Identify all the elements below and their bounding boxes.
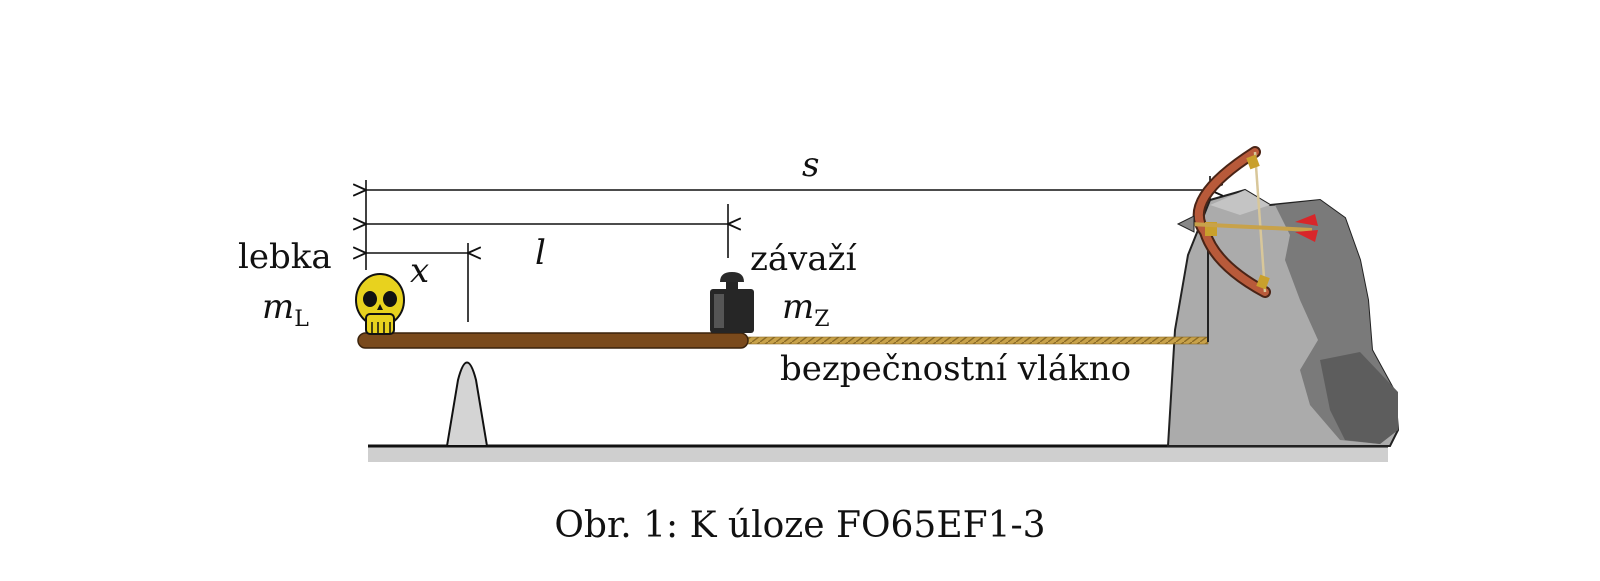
weight-mass-sub: Z [814,307,829,332]
label-l: l [535,233,546,273]
weight-mass-symbol: m [782,287,814,327]
label-weight-mass: mZ [782,287,830,332]
label-thread: bezpečnostní vlákno [780,349,1131,389]
figure-caption: Obr. 1: K úloze FO65EF1-3 [554,505,1046,546]
beam [357,332,749,349]
bow-icon [1192,146,1271,298]
fulcrum [445,361,489,447]
skull-mass-symbol: m [262,287,294,327]
weight-icon [710,272,754,333]
skull-icon [355,273,405,335]
ground-shadow [368,446,1388,462]
rock [1166,188,1400,447]
label-weight: závaží [750,239,858,279]
label-skull: lebka [238,237,332,277]
skull-mass-sub: L [294,307,309,332]
label-skull-mass: mL [262,287,309,332]
arrow-icon [1176,214,1318,242]
label-x: x [410,251,429,291]
label-s: s [802,145,819,185]
safety-thread [747,336,1209,345]
